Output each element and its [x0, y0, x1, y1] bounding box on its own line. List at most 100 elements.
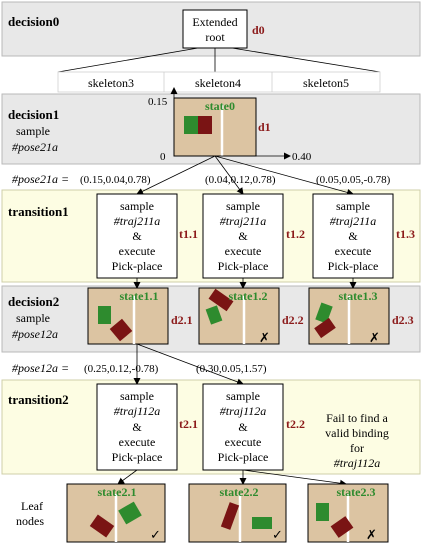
transition-tag: t1.1 [179, 227, 198, 241]
node-line: sample [336, 199, 370, 213]
state-name: state1.2 [229, 289, 268, 303]
node-line: & [348, 229, 358, 243]
green-block [315, 302, 333, 324]
node-line: & [238, 229, 248, 243]
row-label-transition2: transition2 [8, 392, 69, 407]
state1.2-node [198, 287, 280, 345]
edge-root-skeleton3 [57, 47, 199, 73]
edge-state0-t1.1 [136, 155, 216, 195]
node-line: #traj211a [220, 214, 266, 228]
green-block [316, 503, 329, 521]
skeleton-label: skeleton3 [88, 76, 134, 90]
red-block [89, 514, 115, 538]
node-line: execute [119, 435, 156, 449]
state1.1-node [87, 287, 169, 345]
state-name: state2.3 [337, 485, 376, 499]
row-label-leaf-2: nodes [16, 514, 44, 528]
node-line: Pick-place [112, 450, 163, 464]
state-name: state2.1 [98, 485, 137, 499]
skeleton-row [57, 71, 381, 93]
row-label-transition1: transition1 [8, 204, 69, 219]
pose21a-value: (0.05,0.05,-0.78) [316, 174, 391, 186]
node-line: & [132, 229, 142, 243]
node-line: Pick-place [218, 259, 269, 273]
root-line-1: Extended [192, 15, 237, 29]
red-block [330, 516, 354, 538]
node-line: #traj211a [330, 214, 376, 228]
transition-node-t2.1: sample #traj112a & execute Pick-place [96, 383, 178, 471]
state0-name: state0 [205, 99, 235, 113]
red-block [314, 317, 336, 339]
root-tag: d0 [252, 23, 265, 37]
node-line: execute [335, 244, 372, 258]
state-tag: d2.2 [282, 313, 304, 327]
pose12a-value: (0.30,0.05,1.57) [196, 363, 267, 375]
green-block [118, 501, 142, 525]
state-tag: d2.1 [171, 313, 193, 327]
transition-node-t1.1: sample #traj211a & execute Pick-place [96, 193, 178, 279]
row-label-decision1-pose: #pose21a [12, 140, 58, 154]
transition-tag: t1.3 [396, 227, 415, 241]
pose21a-label: #pose21a = [12, 172, 69, 186]
node-line: sample [120, 389, 154, 403]
red-block [208, 288, 234, 312]
state0-y-max: 0.15 [148, 96, 168, 108]
state-name: state2.2 [220, 485, 259, 499]
node-line: & [238, 420, 248, 434]
state0-red-block [198, 116, 212, 134]
transition-node-t1.2: sample #traj211a & execute Pick-place [202, 193, 284, 279]
node-line: sample [120, 199, 154, 213]
fail-note-line: #traj112a [334, 456, 380, 470]
node-line: execute [225, 435, 262, 449]
pose12a-value: (0.25,0.12,-0.78) [84, 363, 159, 375]
edge-root-skeleton5 [231, 47, 381, 73]
root-node [182, 9, 248, 49]
green-block [98, 306, 111, 324]
green-block [252, 517, 272, 529]
state0-x-max: 0.40 [292, 151, 312, 163]
state2.1-node [66, 483, 166, 543]
edge-state0-t1.2 [214, 155, 244, 195]
red-block [220, 502, 240, 530]
state-tag: d2.3 [392, 313, 414, 327]
node-line: #traj112a [220, 404, 266, 418]
fail-note-line: Fail to find a [326, 411, 388, 425]
pose21a-value: (0.15,0.04,0.78) [80, 174, 151, 186]
row-label-decision1: decision1 [8, 107, 59, 122]
state-name: state1.1 [120, 289, 159, 303]
fail-mark-icon: ✗ [259, 330, 270, 345]
node-line: Pick-place [328, 259, 379, 273]
state-name: state1.3 [339, 289, 378, 303]
row-label-decision2: decision2 [8, 294, 59, 309]
fail-note-line: valid binding [325, 426, 389, 440]
node-line: execute [119, 244, 156, 258]
red-block [109, 318, 133, 342]
transition-tag: t2.1 [179, 417, 198, 431]
skeleton-label: skeleton5 [303, 76, 349, 90]
state0-green-block [184, 116, 198, 134]
root-line-2: root [205, 30, 225, 44]
node-line: #traj211a [114, 214, 160, 228]
success-mark-icon: ✓ [150, 527, 161, 542]
row-label-decision0: decision0 [8, 14, 59, 29]
pose12a-label: #pose12a = [12, 361, 69, 375]
transition-node-t2.2: sample #traj112a & execute Pick-place [202, 383, 284, 471]
state0-tag: d1 [258, 120, 271, 134]
state0-origin: 0 [160, 151, 166, 163]
green-block [205, 305, 223, 325]
pose21a-value: (0.04,0.12,0.78) [205, 174, 276, 186]
node-line: #traj112a [114, 404, 160, 418]
row-label-leaf-1: Leaf [21, 499, 43, 513]
edge-t2.2-state2.3 [242, 469, 347, 487]
edge-state1.1-t2.2 [136, 343, 244, 386]
state2.2-node [188, 483, 287, 543]
fail-mark-icon: ✗ [369, 330, 380, 345]
state1.3-node [308, 287, 390, 345]
row-label-decision1-sample: sample [16, 124, 50, 138]
success-mark-icon: ✓ [272, 527, 283, 542]
state2.3-node [307, 483, 389, 543]
transition-node-t1.3: sample #traj211a & execute Pick-place [312, 193, 394, 279]
edge-state0-t1.3 [214, 155, 354, 196]
